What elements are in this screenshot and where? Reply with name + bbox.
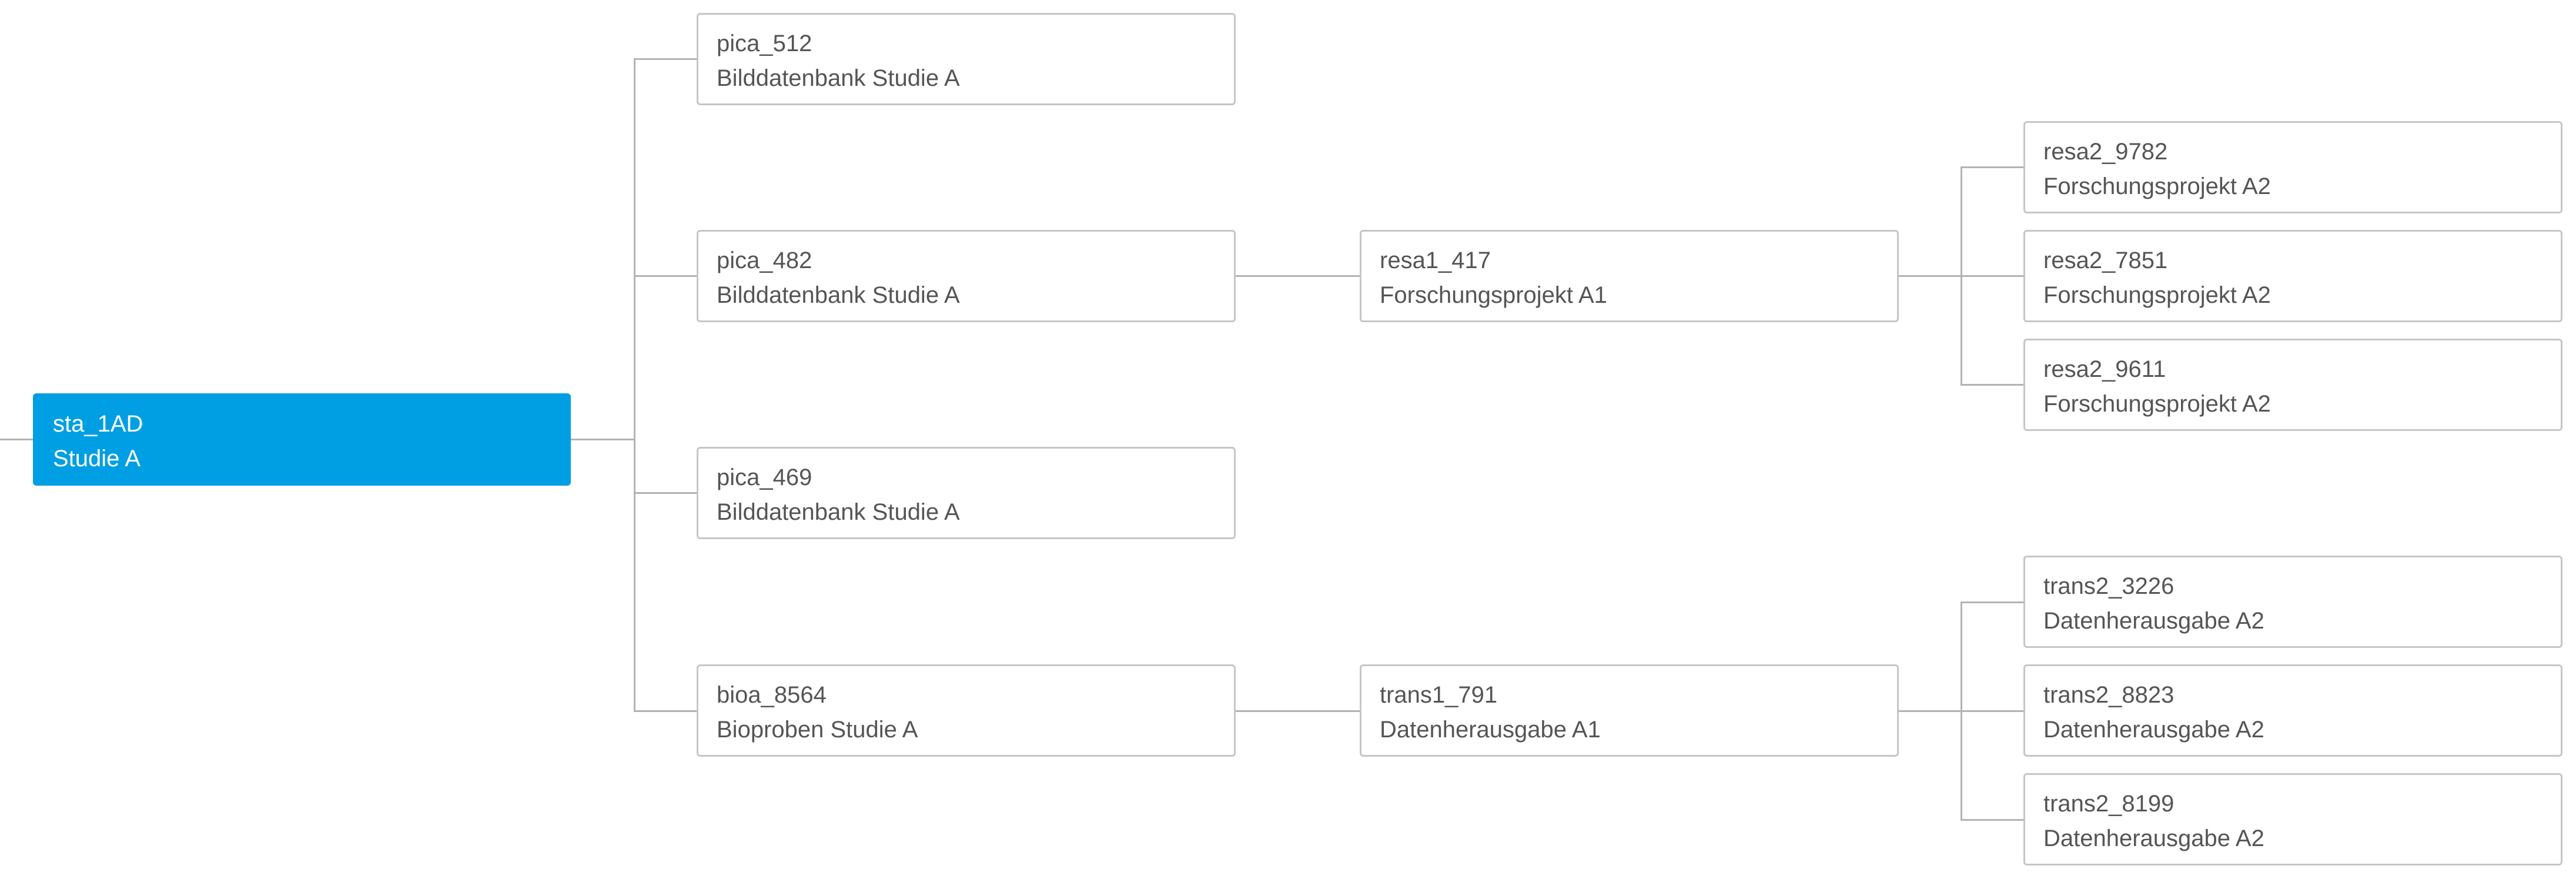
node-label: Datenherausgabe A1 <box>1380 717 1601 743</box>
connector-line <box>1961 819 2024 821</box>
node-id: trans2_8199 <box>2043 791 2174 817</box>
node-label: Studie A <box>53 446 141 472</box>
tree-node[interactable]: trans2_8199 Datenherausgabe A2 <box>2023 773 2562 865</box>
connector-line <box>1897 710 1962 712</box>
tree-node[interactable]: trans2_8823 Datenherausgabe A2 <box>2023 664 2562 757</box>
tree-node[interactable]: trans2_3226 Datenherausgabe A2 <box>2023 556 2562 648</box>
connector-line <box>1961 166 2024 168</box>
node-label: Forschungsprojekt A2 <box>2043 173 2271 199</box>
connector-line <box>0 439 33 440</box>
tree-node[interactable]: resa2_7851 Forschungsprojekt A2 <box>2023 230 2562 322</box>
tree-node[interactable]: resa2_9782 Forschungsprojekt A2 <box>2023 121 2562 213</box>
connector-line <box>570 439 635 440</box>
connector-line <box>1961 710 2024 712</box>
connector-line <box>634 275 697 277</box>
node-label: Bioproben Studie A <box>717 717 918 743</box>
tree-node[interactable]: pica_482 Bilddatenbank Studie A <box>697 230 1236 322</box>
connector-line <box>1897 275 1962 277</box>
connector-line <box>1961 601 2024 603</box>
connector-line <box>634 58 635 712</box>
node-id: pica_512 <box>717 31 812 56</box>
connector-line <box>634 492 697 494</box>
connector-line <box>1961 275 2024 277</box>
node-id: resa2_9782 <box>2043 139 2168 165</box>
node-label: Datenherausgabe A2 <box>2043 608 2264 634</box>
connector-line <box>1235 275 1360 277</box>
node-id: resa1_417 <box>1380 248 1491 273</box>
tree-node[interactable]: pica_512 Bilddatenbank Studie A <box>697 13 1236 105</box>
node-label: Bilddatenbank Studie A <box>717 499 960 525</box>
node-id: trans1_791 <box>1380 682 1498 708</box>
tree-node[interactable]: resa1_417 Forschungsprojekt A1 <box>1360 230 1899 322</box>
connector-line <box>1961 384 2024 386</box>
node-id: pica_482 <box>717 248 812 273</box>
node-id: resa2_7851 <box>2043 248 2168 273</box>
tree-node-root[interactable]: sta_1AD Studie A <box>33 393 571 486</box>
node-id: resa2_9611 <box>2043 356 2166 382</box>
connector-line <box>1235 710 1360 712</box>
node-label: Datenherausgabe A2 <box>2043 825 2264 851</box>
tree-node[interactable]: bioa_8564 Bioproben Studie A <box>697 664 1236 757</box>
tree-node[interactable]: pica_469 Bilddatenbank Studie A <box>697 447 1236 539</box>
tree-node[interactable]: trans1_791 Datenherausgabe A1 <box>1360 664 1899 757</box>
connector-line <box>634 58 697 60</box>
tree-node[interactable]: resa2_9611 Forschungsprojekt A2 <box>2023 339 2562 431</box>
node-id: trans2_3226 <box>2043 573 2174 599</box>
node-label: Forschungsprojekt A2 <box>2043 391 2271 417</box>
node-label: Bilddatenbank Studie A <box>717 65 960 91</box>
node-id: bioa_8564 <box>717 682 827 708</box>
connector-line <box>634 710 697 712</box>
node-id: trans2_8823 <box>2043 682 2174 708</box>
node-id: pica_469 <box>717 464 812 490</box>
node-label: Forschungsprojekt A1 <box>1380 282 1607 308</box>
node-id: sta_1AD <box>53 411 143 437</box>
node-label: Bilddatenbank Studie A <box>717 282 960 308</box>
node-label: Forschungsprojekt A2 <box>2043 282 2271 308</box>
node-label: Datenherausgabe A2 <box>2043 717 2264 743</box>
